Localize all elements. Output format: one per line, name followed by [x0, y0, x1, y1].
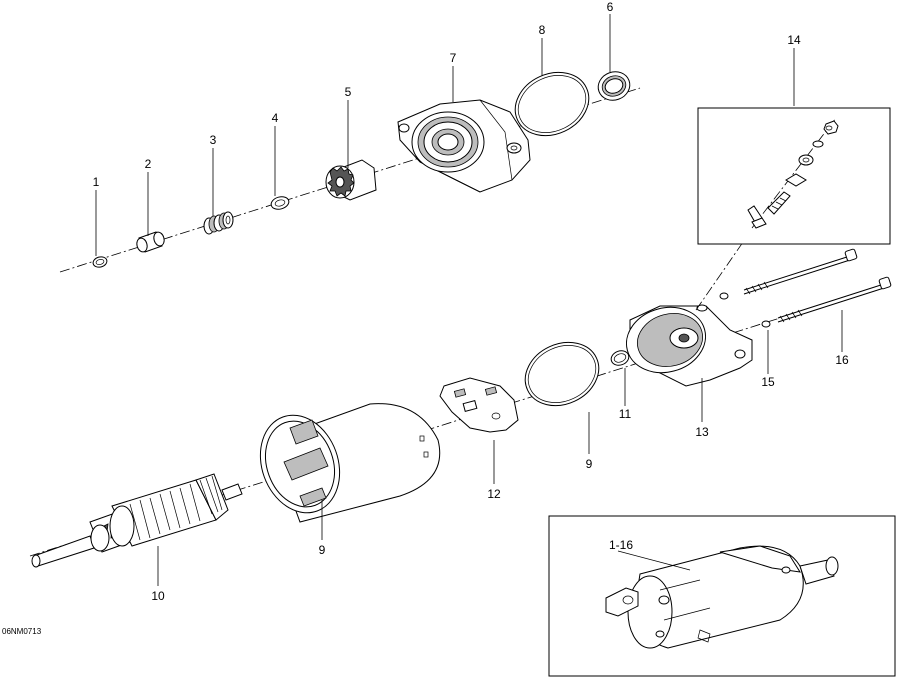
part-6-seal	[597, 71, 631, 101]
label-part-12: 12	[487, 487, 501, 501]
part-8-o-ring	[514, 71, 590, 137]
label-assembly-1-16: 1-16	[609, 538, 633, 552]
label-part-7: 7	[450, 51, 457, 65]
part-10-armature	[31, 473, 243, 568]
assembly-inset	[548, 515, 896, 677]
detail-link-line	[695, 231, 751, 311]
label-part-4: 4	[272, 111, 279, 125]
part-9b-o-ring	[524, 341, 600, 407]
drawing-reference-code: 06NM0713	[2, 627, 42, 636]
label-part-10: 10	[151, 589, 165, 603]
part-1-snap-ring	[92, 256, 108, 268]
part-5-pinion-gear	[325, 159, 377, 201]
part-11-seal-ring	[610, 350, 630, 366]
part-15-lock-washers	[719, 292, 771, 328]
label-part-9-frame: 9	[319, 543, 326, 557]
label-part-5: 5	[345, 85, 352, 99]
part-labels: 1 2 3 4 5 7 8 6 14 11 13 15 16 9 12 9 10…	[2, 0, 849, 636]
leader-lines	[95, 14, 843, 586]
label-part-11: 11	[619, 407, 632, 421]
detail-box-14	[697, 107, 891, 245]
label-part-15: 15	[761, 375, 775, 389]
part-13-end-cover	[625, 304, 753, 387]
part-16-through-bolt-lower	[777, 276, 892, 323]
label-part-9-oring: 9	[586, 457, 593, 471]
part-3-spring	[203, 211, 234, 235]
label-part-2: 2	[145, 157, 152, 171]
label-part-6: 6	[607, 0, 614, 14]
part-4-washer	[270, 196, 290, 210]
part-12-brush-plate	[439, 377, 519, 433]
part-2-bushing	[136, 231, 165, 253]
label-part-13: 13	[695, 425, 709, 439]
label-part-8: 8	[539, 23, 546, 37]
label-part-14: 14	[787, 33, 801, 47]
part-7-drive-housing	[397, 99, 531, 193]
label-part-3: 3	[210, 133, 217, 147]
part-9-frame	[259, 403, 441, 523]
label-part-16: 16	[835, 353, 849, 367]
part-16-through-bolt-upper	[743, 248, 858, 295]
label-part-1: 1	[93, 175, 100, 189]
